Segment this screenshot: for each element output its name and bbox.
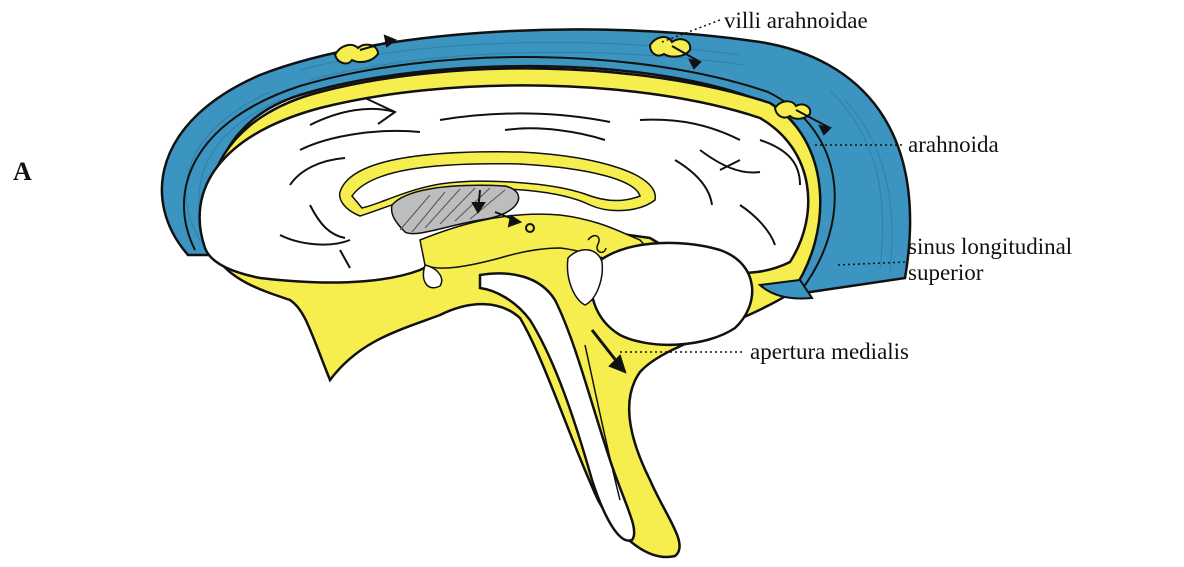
- label-arahnoida: arahnoida: [908, 132, 999, 157]
- label-sinus-line1: sinus longitudinal: [908, 234, 1072, 259]
- cerebellum: [591, 243, 752, 345]
- panel-letter: A: [13, 157, 32, 186]
- label-sinus-line2: superior: [908, 260, 984, 285]
- label-apertura-medialis: apertura medialis: [750, 339, 909, 364]
- label-villi-arahnoidae: villi arahnoidae: [724, 8, 868, 33]
